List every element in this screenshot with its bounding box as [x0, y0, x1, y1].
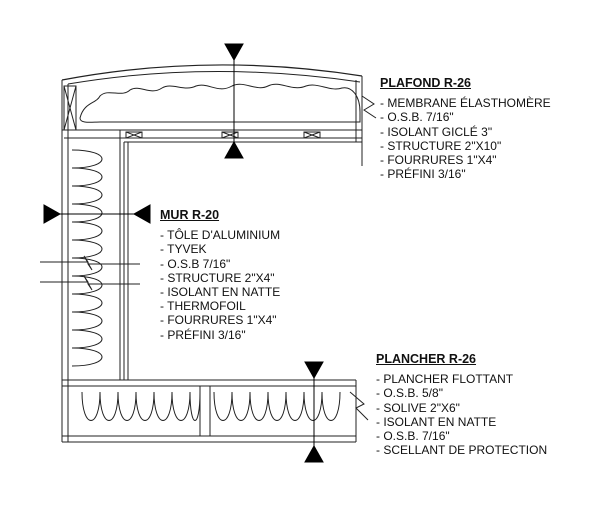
- cut-marker-floor-top: [304, 361, 324, 380]
- floor-break-line: [349, 391, 369, 421]
- list-item: - O.S.B. 7/16": [376, 429, 450, 444]
- list-item: - STRUCTURE 2"X4": [160, 270, 275, 285]
- list-item: - STRUCTURE 2"X10": [380, 138, 502, 153]
- list-item: - ISOLANT EN NATTE: [376, 414, 497, 429]
- list-item: - TYVEK: [160, 242, 207, 257]
- roof-break-line: [361, 95, 377, 119]
- list-item: - THERMOFOIL: [160, 299, 246, 314]
- list-item: - O.S.B. 5/8": [376, 386, 443, 401]
- list-item: - ISOLANT EN NATTE: [160, 285, 281, 300]
- cut-marker-wall-left: [43, 204, 62, 224]
- cut-marker-wall-right: [132, 204, 151, 224]
- plafond-list: - MEMBRANE ÉLASTHOMÈRE - O.S.B. 7/16" - …: [380, 96, 551, 181]
- list-item: - TÔLE D'ALUMINIUM: [160, 228, 281, 243]
- list-item: - SCELLANT DE PROTECTION: [376, 443, 548, 458]
- floor-insulation: [81, 391, 201, 421]
- mur-list: - TÔLE D'ALUMINIUM - TYVEK - O.S.B 7/16"…: [160, 228, 280, 342]
- list-item: - O.S.B 7/16": [160, 256, 231, 271]
- roof-insulation-blob: [79, 83, 361, 123]
- plafond-title: PLAFOND R-26: [380, 76, 471, 90]
- plancher-list: - PLANCHER FLOTTANT - O.S.B. 5/8" - SOLI…: [376, 372, 547, 457]
- wall-break-line: [40, 255, 140, 271]
- list-item: - ISOLANT GICLÉ 3": [380, 124, 493, 139]
- list-item: - O.S.B. 7/16": [380, 110, 454, 125]
- wall-insulation: [71, 149, 103, 367]
- mur-label-block: MUR R-20 - TÔLE D'ALUMINIUM - TYVEK - O.…: [160, 208, 280, 342]
- list-item: - PLANCHER FLOTTANT: [376, 372, 514, 387]
- roof-inner-curve: [67, 71, 361, 85]
- list-item: - MEMBRANE ÉLASTHOMÈRE: [380, 96, 551, 111]
- list-item: - PRÉFINI 3/16": [160, 327, 246, 342]
- cut-marker-top-base: [224, 140, 244, 159]
- plancher-title: PLANCHER R-26: [376, 352, 477, 366]
- list-item: - SOLIVE 2"X6": [376, 400, 460, 415]
- mur-title: MUR R-20: [160, 208, 220, 222]
- cut-marker-top: [224, 43, 244, 62]
- list-item: - FOURRURES 1"X4": [160, 313, 277, 328]
- roof-membrane: [61, 64, 363, 81]
- list-item: - FOURRURES 1"X4": [380, 153, 497, 168]
- list-item: - PRÉFINI 3/16": [380, 167, 466, 182]
- plafond-label-block: PLAFOND R-26 - MEMBRANE ÉLASTHOMÈRE - O.…: [380, 76, 551, 181]
- cut-marker-floor-bottom: [304, 444, 324, 463]
- plancher-label-block: PLANCHER R-26 - PLANCHER FLOTTANT - O.S.…: [376, 352, 547, 457]
